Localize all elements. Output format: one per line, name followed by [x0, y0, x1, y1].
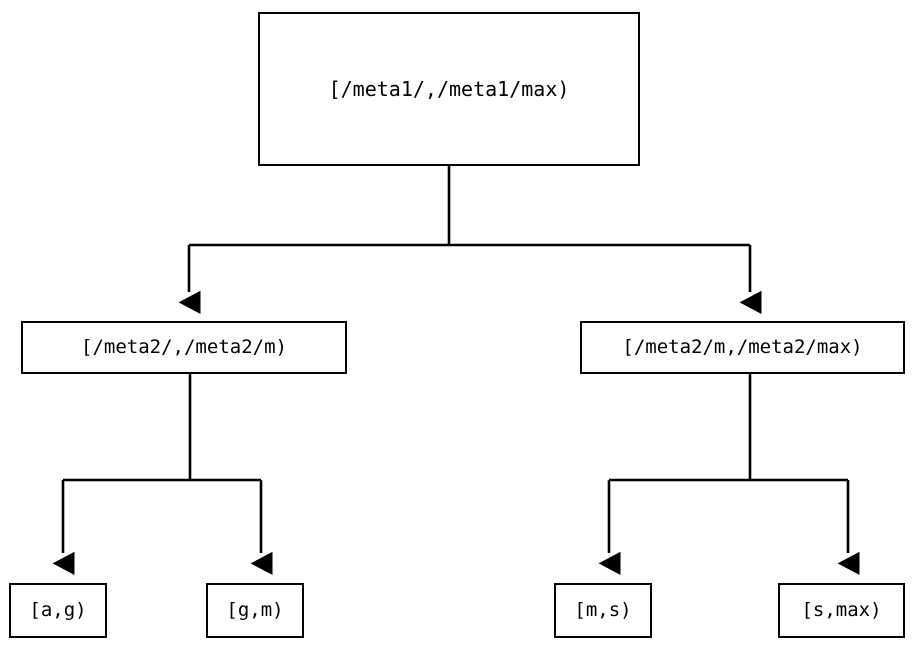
- tree-node-leaf-2: [g,m): [206, 583, 304, 638]
- edge-root-to-mid-group: [178, 166, 762, 315]
- tree-node-root: [/meta1/,/meta1/max): [258, 12, 640, 166]
- tree-node-mid-right-label: [/meta2/m,/meta2/max): [622, 336, 863, 358]
- tree-node-root-label: [/meta1/,/meta1/max): [328, 77, 570, 101]
- tree-node-leaf-3-label: [m,s): [574, 599, 632, 621]
- tree-node-mid-left-label: [/meta2/,/meta2/m): [81, 336, 287, 358]
- edge-midright-to-leaves-group: [598, 374, 860, 576]
- tree-node-leaf-4: [s,max): [778, 583, 905, 638]
- tree-node-leaf-4-label: [s,max): [801, 599, 882, 621]
- tree-node-leaf-1-label: [a,g): [29, 599, 87, 621]
- tree-node-leaf-2-label: [g,m): [226, 599, 284, 621]
- tree-node-leaf-3: [m,s): [554, 583, 652, 638]
- tree-node-mid-right: [/meta2/m,/meta2/max): [580, 321, 905, 374]
- tree-node-leaf-1: [a,g): [9, 583, 107, 638]
- edge-midleft-to-leaves-group: [52, 374, 273, 576]
- tree-node-mid-left: [/meta2/,/meta2/m): [21, 321, 347, 374]
